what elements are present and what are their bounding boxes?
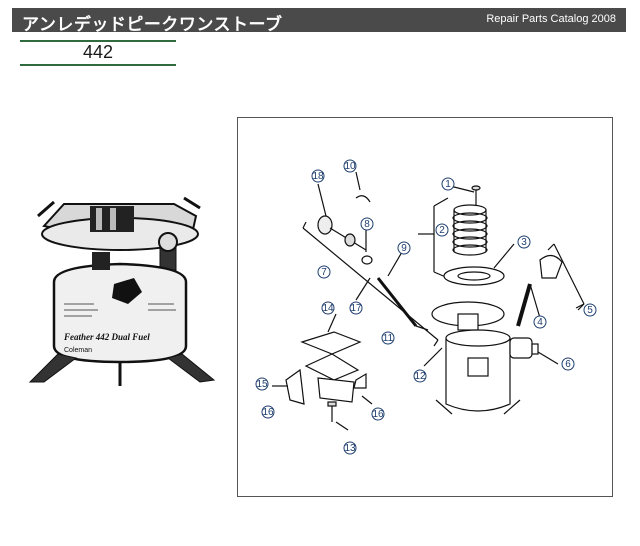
part-label-8: 8 (364, 219, 370, 230)
part-label-11: 11 (383, 333, 394, 344)
model-number: 442 (82, 42, 114, 62)
model-rule-top (20, 40, 176, 42)
part-label-16b: 16 (372, 409, 384, 420)
part-label-9: 9 (401, 243, 407, 254)
part-label-15: 15 (256, 379, 268, 390)
part-label-7: 7 (321, 267, 327, 278)
part-label-10: 10 (344, 161, 356, 172)
part-label-4: 4 (537, 317, 543, 328)
page-title: アンレデッドピークワンストーブ (22, 15, 283, 35)
part-label-17: 17 (350, 303, 362, 314)
part-label-18: 18 (312, 171, 324, 182)
part-label-2: 2 (439, 225, 445, 236)
part-label-6: 6 (565, 359, 571, 370)
part-label-16a: 16 (262, 407, 274, 418)
stove-brand-text: Coleman (64, 347, 92, 354)
part-label-14: 14 (322, 303, 334, 314)
part-label-3: 3 (521, 237, 527, 248)
part-label-1: 1 (445, 179, 451, 190)
part-label-13: 13 (344, 443, 356, 454)
header-bar: アンレデッドピークワンストーブ Repair Parts Catalog 200… (12, 8, 626, 35)
stove-model-text: Feather 442 Dual Fuel (63, 332, 150, 342)
part-label-12: 12 (414, 371, 426, 382)
exploded-view: 1 2 3 4 5 6 7 8 9 10 11 12 13 14 15 16 1… (255, 159, 597, 455)
part-label-5: 5 (587, 305, 593, 316)
stove-photo: Feather 442 Dual Fuel Coleman (28, 196, 216, 386)
catalog-label: Repair Parts Catalog 2008 (486, 13, 616, 25)
parts-diagram: 1 2 3 4 5 6 7 8 9 10 11 12 13 14 15 16 1… (237, 117, 613, 497)
model-rule-bottom (20, 64, 176, 66)
